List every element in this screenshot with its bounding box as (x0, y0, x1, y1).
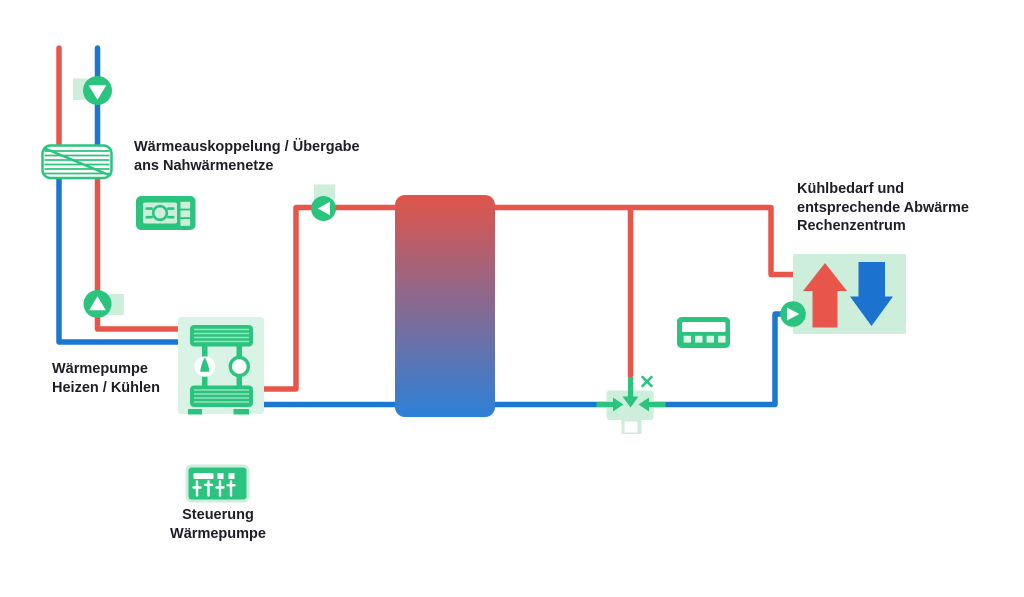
pump-icon-triangle-right (780, 301, 806, 327)
label-control: Steuerung Wärmepumpe (142, 506, 294, 543)
controller-faders-icon (185, 464, 250, 503)
pump-icon-triangle-down (73, 76, 112, 105)
blue-arrow-down-icon (850, 262, 893, 326)
label-heat-pump: Wärmepumpe Heizen / Kühlen (52, 360, 160, 397)
red-arrow-up-icon (803, 263, 847, 328)
heat-pump-unit-icon (178, 317, 264, 415)
label-datacenter: Kühlbedarf und entsprechende Abwärme Rec… (797, 180, 969, 236)
controller-display-icon (136, 196, 196, 230)
pump-icon-triangle-up (83, 290, 124, 318)
label-line: ans Nahwärmenetze (134, 157, 274, 174)
label-line: Kühlbedarf und (797, 181, 905, 197)
compressor-icon (228, 355, 251, 378)
evaporator-coil (190, 385, 253, 407)
label-line: Wärmepumpe (52, 361, 148, 377)
datacenter-box (793, 254, 906, 334)
pump-icon-triangle-left (311, 184, 336, 221)
pipe-exchanger-to-heatpump-hot (94, 171, 199, 332)
label-line: Wärmepumpe (170, 525, 266, 542)
close-x-icon (641, 375, 653, 388)
label-line: Rechenzentrum (797, 218, 906, 234)
heat-exchanger-icon (41, 144, 113, 180)
controller-panel-icon (677, 317, 730, 348)
label-line: Wärmeauskoppelung / Übergabe (134, 139, 360, 155)
label-line: Steuerung (182, 507, 254, 523)
label-line: Heizen / Kühlen (52, 379, 160, 396)
mixing-valve-icon (596, 375, 666, 434)
condenser-coil (190, 325, 253, 347)
pipe-exchanger-to-heatpump-cold (56, 171, 199, 345)
pipe-heatpump-to-tank-hot (257, 204, 401, 392)
buffer-tank-icon (395, 195, 495, 417)
label-heat-extraction: Wärmeauskoppelung / Übergabe ans Nahwärm… (134, 138, 360, 175)
pipe-tank-to-datacenter-hot (490, 204, 798, 278)
label-line: entsprechende Abwärme (797, 199, 969, 216)
